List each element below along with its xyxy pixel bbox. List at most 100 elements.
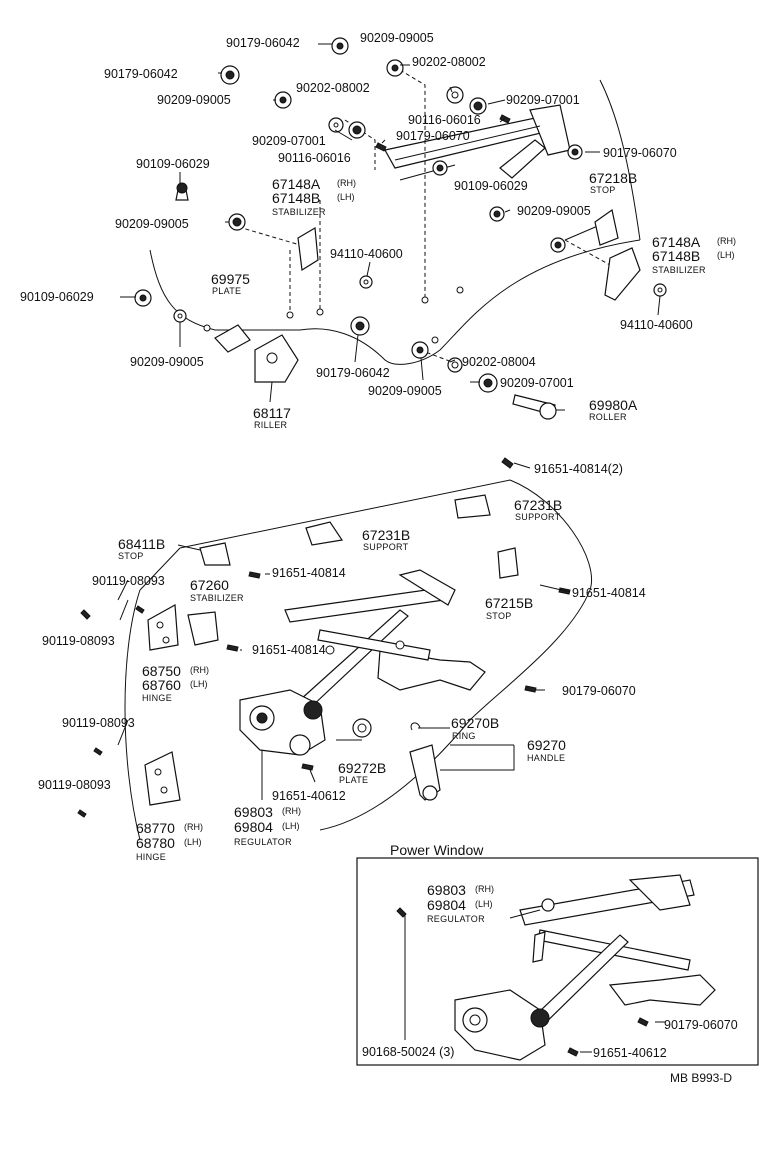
part-suffix-rh: (RH) xyxy=(184,822,203,832)
part-number-90179-06070: 90179-06070 xyxy=(396,129,470,143)
part-number-90119-08093: 90119-08093 xyxy=(38,778,111,792)
part-number-90119-08093: 90119-08093 xyxy=(62,716,135,730)
hinge-upper xyxy=(147,604,179,651)
part-number-90179-06042: 90179-06042 xyxy=(104,67,178,81)
part-suffix-lh: (LH) xyxy=(475,899,493,909)
part-number-90179-06070: 90179-06070 xyxy=(603,146,677,160)
stabilizer-bracket xyxy=(297,208,641,301)
part-name-ring: RING xyxy=(452,731,476,741)
part-suffix-lh: (LH) xyxy=(184,837,202,847)
part-number-69270B: 69270B xyxy=(451,715,499,731)
part-name-hinge: HINGE xyxy=(142,693,172,703)
part-number-91651-40814: 91651-40814(2) xyxy=(534,462,623,476)
part-name-riller: RILLER xyxy=(254,420,288,430)
part-name-stabilizer: STABILIZER xyxy=(272,207,326,217)
part-number-90179-06042: 90179-06042 xyxy=(226,36,300,50)
part-number-94110-40600: 94110-40600 xyxy=(620,318,693,332)
roller-69980A xyxy=(512,394,557,420)
part-suffix-lh: (LH) xyxy=(190,679,208,689)
part-number-91651-40612: 91651-40612 xyxy=(272,789,346,803)
part-number-68750: 68750 xyxy=(142,663,181,679)
part-suffix-rh: (RH) xyxy=(717,236,736,246)
part-number-67148B: 67148B xyxy=(272,190,320,206)
part-number-90119-08093: 90119-08093 xyxy=(92,574,165,588)
part-number-90202-08002: 90202-08002 xyxy=(412,55,486,69)
part-number-68760: 68760 xyxy=(142,677,181,693)
part-suffix-rh: (RH) xyxy=(475,884,494,894)
part-suffix-lh: (LH) xyxy=(717,250,735,260)
part-number-69272B: 69272B xyxy=(338,760,386,776)
part-name-plate: PLATE xyxy=(339,775,368,785)
part-number-69270: 69270 xyxy=(527,737,566,753)
part-name-stop: STOP xyxy=(590,185,616,195)
part-number-67231B: 67231B xyxy=(514,497,562,513)
part-number-90179-06070: 90179-06070 xyxy=(562,684,636,698)
part-number-69804: 69804 xyxy=(234,819,273,835)
part-number-90109-06029: 90109-06029 xyxy=(136,157,210,171)
manual-regulator xyxy=(239,569,486,756)
plate-69272B xyxy=(352,718,372,738)
part-name-stop: STOP xyxy=(486,611,512,621)
power-window-inset xyxy=(356,857,759,1066)
part-number-91651-40814: 91651-40814 xyxy=(572,586,646,600)
part-number-90109-06029: 90109-06029 xyxy=(20,290,94,304)
part-number-94110-40600: 94110-40600 xyxy=(330,247,403,261)
part-number-91651-40814: 91651-40814 xyxy=(252,643,326,657)
riller-68117 xyxy=(254,334,299,383)
part-suffix-lh: (LH) xyxy=(282,821,300,831)
screw-icon xyxy=(175,114,511,201)
screw-icon xyxy=(77,457,571,818)
part-number-90202-08002: 90202-08002 xyxy=(296,81,370,95)
part-number-67148B: 67148B xyxy=(652,248,700,264)
part-number-90179-06070: 90179-06070 xyxy=(664,1018,738,1032)
part-number-68770: 68770 xyxy=(136,820,175,836)
part-number-68780: 68780 xyxy=(136,835,175,851)
part-number-91651-40814: 91651-40814 xyxy=(272,566,346,580)
part-name-regulator: REGULATOR xyxy=(427,914,485,924)
part-number-90119-08093: 90119-08093 xyxy=(42,634,115,648)
part-name-plate: PLATE xyxy=(212,286,241,296)
hinge-lower xyxy=(144,751,181,806)
window-handle xyxy=(409,722,441,801)
part-number-90209-09005: 90209-09005 xyxy=(517,204,591,218)
drawing-reference: MB B993-D xyxy=(670,1071,732,1085)
part-number-90179-06042: 90179-06042 xyxy=(316,366,390,380)
part-number-90209-09005: 90209-09005 xyxy=(360,31,434,45)
part-name-support: SUPPORT xyxy=(363,542,409,552)
part-suffix-rh: (RH) xyxy=(282,806,301,816)
part-number-67148A: 67148A xyxy=(652,234,701,250)
part-suffix-rh: (RH) xyxy=(337,178,356,188)
part-number-90209-09005: 90209-09005 xyxy=(368,384,442,398)
part-suffix-rh: (RH) xyxy=(190,665,209,675)
part-number-90209-07001: 90209-07001 xyxy=(506,93,580,107)
part-name-handle: HANDLE xyxy=(527,753,565,763)
part-number-90116-06016: 90116-06016 xyxy=(408,113,481,127)
part-number-90209-09005: 90209-09005 xyxy=(157,93,231,107)
part-number-90168-50024: 90168-50024 (3) xyxy=(362,1045,454,1059)
part-number-67218B: 67218B xyxy=(589,170,637,186)
part-number-90209-07001: 90209-07001 xyxy=(252,134,326,148)
door-outline xyxy=(149,79,641,365)
part-number-69804: 69804 xyxy=(427,897,466,913)
part-number-67148A: 67148A xyxy=(272,176,321,192)
washer-icon xyxy=(134,37,667,393)
inset-title: Power Window xyxy=(390,842,484,858)
part-name-hinge: HINGE xyxy=(136,852,166,862)
part-name-stabilizer: STABILIZER xyxy=(652,265,706,275)
part-number-67260: 67260 xyxy=(190,577,229,593)
part-number-91651-40612: 91651-40612 xyxy=(593,1046,667,1060)
part-number-90209-09005: 90209-09005 xyxy=(130,355,204,369)
part-number-69803: 69803 xyxy=(427,882,466,898)
part-number-68411B: 68411B xyxy=(118,536,165,552)
power-regulator xyxy=(454,874,716,1061)
part-number-68117: 68117 xyxy=(253,405,291,421)
part-name-stop: STOP xyxy=(118,551,144,561)
part-name-roller: ROLLER xyxy=(589,412,627,422)
part-number-90116-06016: 90116-06016 xyxy=(278,151,351,165)
part-labels: 90179-06042 90209-09005 90179-06042 9020… xyxy=(20,31,738,1085)
part-number-69975: 69975 xyxy=(211,271,250,287)
part-suffix-lh: (LH) xyxy=(337,192,355,202)
part-number-90209-09005: 90209-09005 xyxy=(115,217,189,231)
part-name-stabilizer: STABILIZER xyxy=(190,593,244,603)
